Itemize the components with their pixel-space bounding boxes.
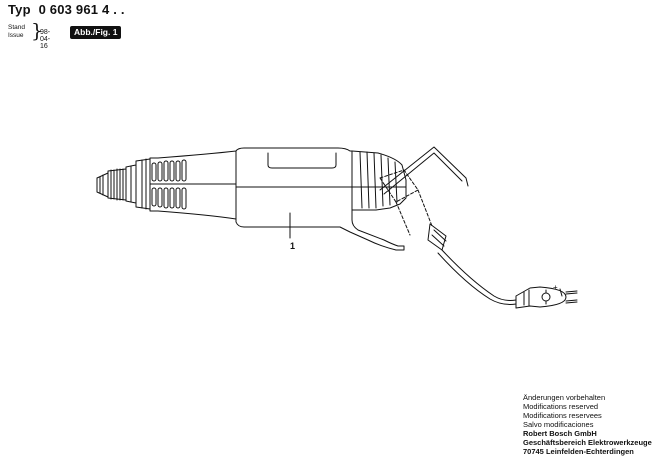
- part-number-label: 1: [290, 241, 296, 251]
- typ-label: Typ: [8, 2, 31, 17]
- hanger-wire: [380, 147, 468, 194]
- stand-issue-labels: Stand Issue: [8, 24, 25, 39]
- footer-line-es: Salvo modificaciones: [523, 420, 594, 429]
- main-housing: [236, 148, 404, 250]
- stand-label: Stand: [8, 24, 25, 31]
- tapered-grip: [150, 151, 236, 219]
- footer-line-de: Änderungen vorbehalten: [523, 393, 606, 402]
- collar-ring: [136, 159, 150, 209]
- power-cord: [438, 250, 516, 304]
- figure-badge: Abb./Fig. 1: [70, 26, 122, 39]
- footer-notes: Änderungen vorbehalten Modifications res…: [523, 393, 652, 456]
- brace-glyph: }: [31, 20, 44, 42]
- internal-hidden-lines: [380, 170, 432, 235]
- rear-ribbed-cap: [352, 151, 406, 210]
- issue-label: Issue: [8, 31, 24, 39]
- company-address: 70745 Leinfelden-Echterdingen: [523, 447, 634, 456]
- company-name: Robert Bosch GmbH: [523, 429, 597, 438]
- strain-relief: [428, 224, 446, 250]
- type-number: 0 603 961 4 . .: [38, 2, 125, 17]
- mains-plug: [516, 287, 577, 308]
- type-heading: Typ 0 603 961 4 . .: [8, 2, 125, 17]
- footer-line-fr: Modifications reservees: [523, 411, 602, 420]
- issue-date: 98-04-16: [40, 29, 51, 50]
- company-division: Geschäftsbereich Elektrowerkzeuge: [523, 438, 652, 447]
- collet-nose: [97, 173, 108, 197]
- knurled-chuck: [108, 165, 136, 203]
- plug-plus-symbol: +: [553, 283, 558, 292]
- footer-line-en: Modifications reserved: [523, 402, 599, 411]
